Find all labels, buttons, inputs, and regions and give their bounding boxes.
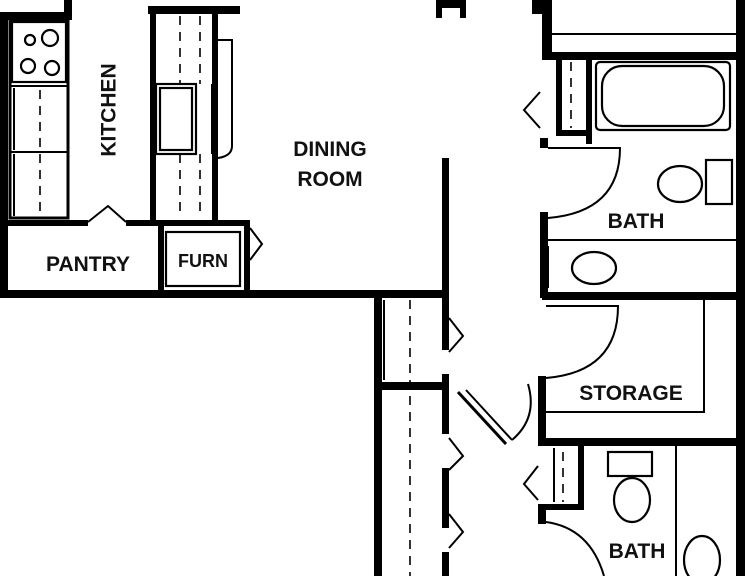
bath-sink-icon (547, 246, 618, 288)
bath-sink-icon (682, 534, 722, 576)
toilet-icon (656, 158, 734, 206)
label-dining-line1: DINING (293, 138, 367, 161)
furnace-box (164, 230, 242, 288)
cabinets (8, 16, 736, 576)
label-pantry: PANTRY (46, 253, 130, 276)
fixtures (10, 20, 734, 576)
label-dining-line2: ROOM (297, 168, 362, 191)
room-labels: KITCHEN DINING ROOM PANTRY FURN BATH STO… (46, 63, 683, 563)
bathtub-icon (594, 60, 732, 132)
toilet-icon (606, 450, 654, 524)
stove-icon (10, 20, 68, 84)
label-kitchen: KITCHEN (98, 63, 121, 156)
label-bath-lower: BATH (609, 540, 666, 563)
kitchen-sink-icon (154, 82, 213, 156)
doors (448, 91, 622, 576)
label-furnace: FURN (178, 251, 228, 271)
label-storage: STORAGE (579, 382, 682, 405)
label-bath-upper: BATH (608, 210, 665, 233)
